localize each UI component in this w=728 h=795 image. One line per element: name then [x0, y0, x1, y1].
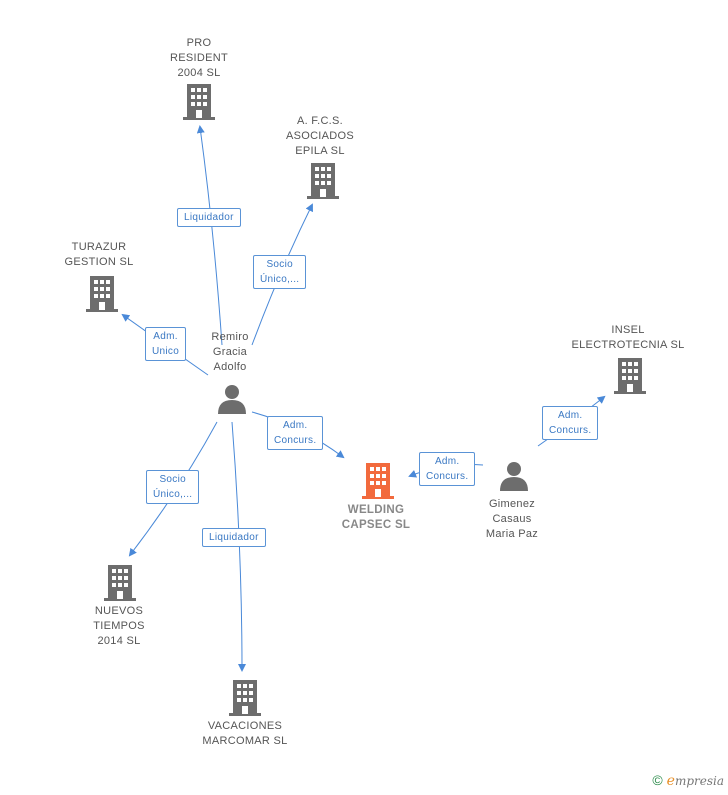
person-icon[interactable]: [218, 384, 246, 419]
node-label-gimenez[interactable]: Gimenez Casaus Maria Paz: [485, 498, 539, 540]
node-label-vacaciones[interactable]: VACACIONES MARCOMAR SL: [202, 720, 288, 747]
edge-label-gimenez-welding[interactable]: Adm. Concurs.: [419, 452, 476, 486]
empresia-logo: empresia: [666, 773, 724, 789]
building-icon[interactable]: [86, 276, 118, 317]
node-label-afcs[interactable]: A. F.C.S. ASOCIADOS EPILA SL: [285, 115, 355, 157]
edge-label-remiro-vacaciones[interactable]: Liquidador: [202, 528, 266, 547]
edge-remiro-pro: [196, 125, 223, 346]
node-label-turazur[interactable]: TURAZUR GESTION SL: [64, 241, 134, 268]
edge-label-gimenez-insel[interactable]: Adm. Concurs.: [542, 406, 599, 440]
edge-label-remiro-welding[interactable]: Adm. Concurs.: [267, 416, 324, 450]
node-label-welding[interactable]: WELDING CAPSEC SL: [341, 504, 411, 531]
building-icon[interactable]: [362, 463, 394, 504]
node-label-nuevos[interactable]: NUEVOS TIEMPOS 2014 SL: [93, 605, 145, 647]
edge-label-remiro-nuevos[interactable]: Socio Único,...: [146, 470, 200, 504]
node-label-pro-resident[interactable]: PRO RESIDENT 2004 SL: [169, 37, 229, 79]
edge-remiro-vacaciones: [231, 421, 246, 672]
node-label-remiro[interactable]: Remiro Gracia Adolfo: [211, 331, 249, 373]
edge-label-remiro-pro[interactable]: Liquidador: [177, 208, 241, 227]
edge-label-remiro-turazur[interactable]: Adm. Unico: [145, 327, 187, 361]
building-icon[interactable]: [229, 680, 261, 721]
edge-label-remiro-afcs[interactable]: Socio Único,...: [253, 255, 307, 289]
footer-brand: ©empresia: [652, 772, 724, 789]
copyright-symbol: ©: [652, 772, 663, 788]
building-icon[interactable]: [614, 358, 646, 399]
node-label-insel[interactable]: INSEL ELECTROTECNIA SL: [571, 324, 685, 351]
building-icon[interactable]: [104, 565, 136, 606]
person-icon[interactable]: [500, 461, 528, 496]
building-icon[interactable]: [183, 84, 215, 125]
building-icon[interactable]: [307, 163, 339, 204]
